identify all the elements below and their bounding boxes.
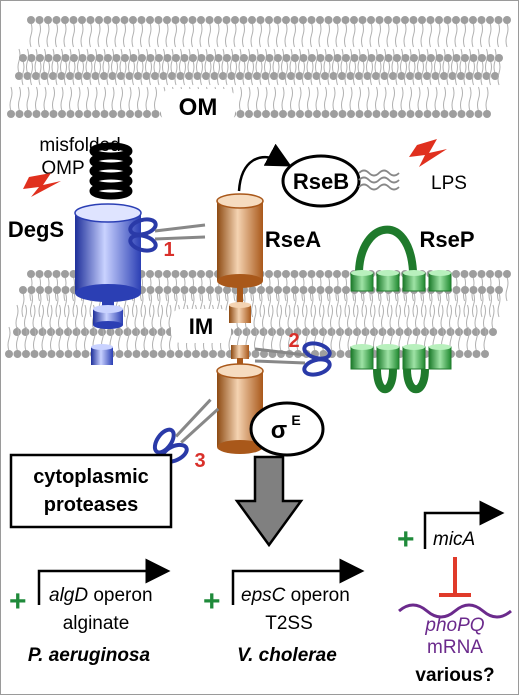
alg-promoter-arrow-icon — [37, 558, 171, 605]
eps-promoter-arrow-icon — [231, 558, 365, 605]
phopq-label: phoPQ — [424, 615, 484, 636]
cyto-label-line2: proteases — [44, 494, 139, 516]
mrna-label: mRNA — [427, 637, 483, 658]
inhibition-icon — [439, 557, 471, 597]
eps-plus-icon: + — [203, 585, 221, 618]
cyto-label-line1: cytoplasmic — [33, 466, 149, 488]
rsep-protein — [350, 225, 452, 394]
various-label: various? — [415, 665, 494, 686]
alg-product-label: alginate — [63, 613, 130, 634]
step-1-label: 1 — [163, 239, 174, 261]
sigma-label: σ — [271, 417, 287, 444]
rseb-label: RseB — [293, 169, 349, 194]
mica-label: micA — [433, 529, 475, 550]
stress-lightning-icon — [23, 173, 61, 197]
degs-protein — [74, 203, 142, 365]
release-arrow — [237, 143, 292, 192]
alg-organism-label: P. aeruginosa — [28, 645, 151, 666]
mica-plus-icon: + — [397, 523, 415, 556]
eps-gene-label: epsC operon — [241, 585, 350, 606]
lps-squiggle-icon — [358, 169, 400, 191]
misfolded-label: misfolded — [39, 135, 120, 156]
cytoplasmic-proteases-box — [9, 453, 173, 529]
scissors-icon-2 — [254, 341, 332, 377]
im-label-box — [171, 309, 231, 343]
mrna-wave-icon — [398, 603, 512, 619]
alg-gene-label: algD operon — [49, 585, 153, 606]
om-label: OM — [179, 94, 218, 121]
sigma-e-factor — [249, 401, 325, 457]
omp-label: OMP — [41, 158, 84, 179]
eps-product-label: T2SS — [265, 613, 313, 634]
lps-lightning-icon — [409, 139, 447, 167]
misfolded-omp-coil-icon — [89, 142, 133, 200]
om-label-box — [161, 89, 235, 123]
scissors-icon-3 — [152, 398, 220, 464]
scissors-icon-1 — [128, 217, 206, 253]
alg-plus-icon: + — [9, 585, 27, 618]
im-label: IM — [189, 314, 213, 339]
eps-organism-label: V. cholerae — [237, 645, 337, 666]
sigma-superscript: E — [291, 412, 300, 428]
outer-membrane — [7, 16, 511, 118]
step-2-label: 2 — [288, 330, 299, 352]
step-3-label: 3 — [194, 450, 205, 472]
rsea-protein — [216, 193, 264, 454]
big-down-arrow — [234, 455, 304, 548]
mica-promoter-arrow-icon — [423, 500, 505, 549]
rseb-protein — [281, 154, 361, 208]
rsep-label: RseP — [419, 227, 474, 252]
degs-label: DegS — [8, 217, 64, 242]
lps-label: LPS — [431, 173, 467, 194]
rsea-label: RseA — [265, 227, 321, 252]
